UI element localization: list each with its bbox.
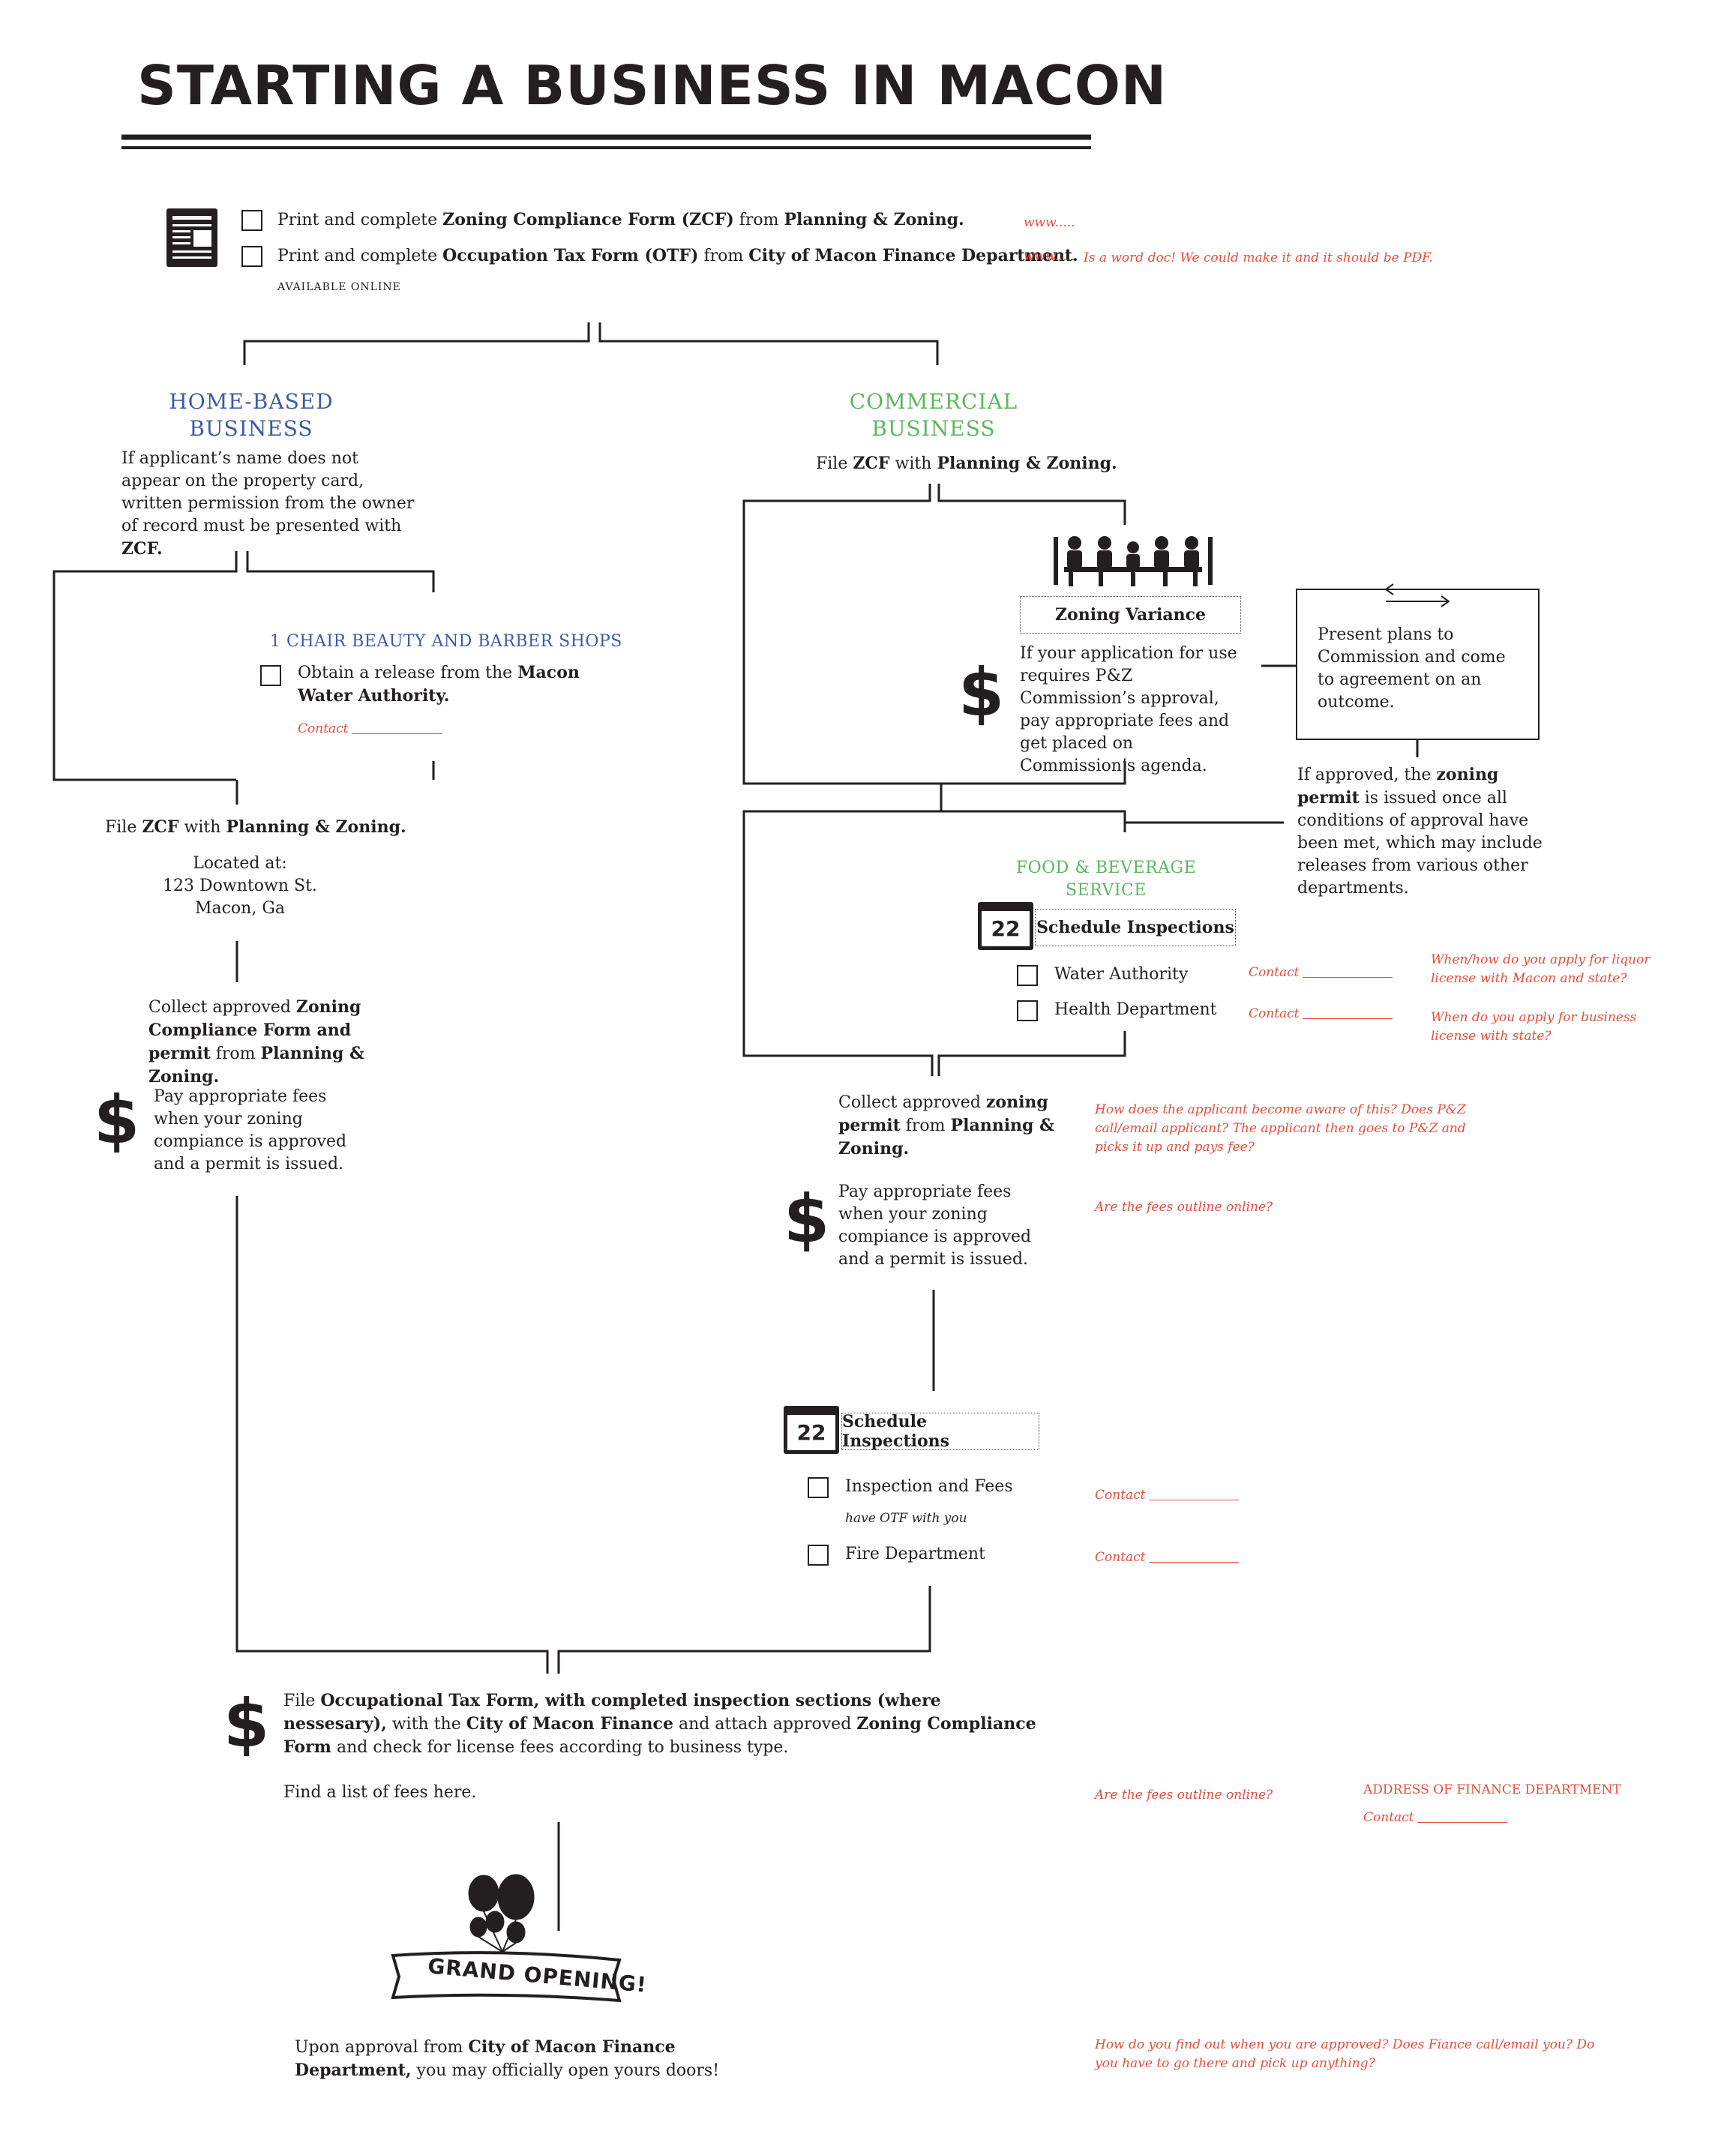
- fire-contact[interactable]: Contact: [1095, 1548, 1239, 1567]
- present-plans-box: [1296, 589, 1540, 740]
- otf-url[interactable]: www.....: [1024, 249, 1075, 264]
- calendar-icon: 22: [784, 1406, 839, 1454]
- dollar-icon: $: [958, 654, 1005, 731]
- inspection-note: have OTF with you: [845, 1511, 967, 1526]
- liquor-license-question: When/how do you apply for liquor license…: [1431, 952, 1651, 986]
- business-license-question: When do you apply for business license w…: [1431, 1010, 1637, 1044]
- dollar-icon: $: [784, 1180, 830, 1257]
- grand-opening-banner: [391, 1951, 622, 2003]
- inspection-fees-checkbox[interactable]: [808, 1477, 829, 1498]
- pz-address: Located at:123 Downtown St.Macon, Ga: [163, 854, 317, 918]
- home-file-zcf: File ZCF with Planning & Zoning.: [105, 817, 406, 837]
- zcf-checkbox[interactable]: [241, 210, 262, 231]
- approved-zoning-permit-text: If approved, the zoning permit is issued…: [1297, 765, 1543, 898]
- health-department-label: Health Department: [1054, 1000, 1217, 1019]
- health-department-contact[interactable]: Contact: [1249, 1005, 1393, 1024]
- approval-question: How do you find out when you are approve…: [1095, 2037, 1595, 2071]
- available-online-label: AVAILABLE ONLINE: [277, 281, 401, 293]
- water-release-item: Obtain a release from the Macon Water Au…: [298, 663, 580, 706]
- page-title: STARTING A BUSINESS IN MACON: [137, 54, 1168, 117]
- schedule-inspections-label: Schedule Inspections: [1035, 909, 1236, 946]
- schedule-inspections-label: Schedule Inspections: [841, 1412, 1039, 1451]
- beauty-barber-heading: 1 CHAIR BEAUTY AND BARBER SHOPS: [270, 632, 622, 651]
- commercial-file-zcf: File ZCF with Planning & Zoning.: [816, 454, 1117, 473]
- dollar-icon: $: [94, 1081, 140, 1158]
- health-department-checkbox[interactable]: [1017, 1000, 1038, 1021]
- otf-note: Is a word doc! We could make it and it s…: [1084, 250, 1433, 265]
- balloons-icon: [468, 1874, 535, 1953]
- finance-contact[interactable]: Contact: [1363, 1809, 1507, 1827]
- dollar-icon: $: [223, 1685, 270, 1762]
- water-authority-checkbox[interactable]: [1017, 965, 1038, 986]
- finance-address: ADDRESS OF FINANCE DEPARTMENT: [1363, 1782, 1621, 1797]
- zoning-variance-label: Zoning Variance: [1020, 596, 1241, 634]
- commercial-pay-fees: Pay appropriate fees when your zoning co…: [838, 1182, 1032, 1269]
- water-release-checkbox[interactable]: [260, 665, 281, 686]
- commercial-collect-permit: Collect approved zoning permit from Plan…: [838, 1092, 1054, 1158]
- aware-question: How does the applicant become aware of t…: [1095, 1102, 1466, 1155]
- fire-department-checkbox[interactable]: [808, 1545, 829, 1566]
- otf-item: Print and complete Occupation Tax Form (…: [277, 246, 1078, 265]
- fees-online-question: Are the fees outline online?: [1095, 1200, 1273, 1215]
- final-fees-question: Are the fees outline online?: [1095, 1788, 1273, 1803]
- zcf-url[interactable]: www.....: [1024, 215, 1075, 230]
- inspection-contact[interactable]: Contact: [1095, 1486, 1239, 1505]
- calendar-icon: 22: [978, 902, 1033, 950]
- zcf-item: Print and complete Zoning Compliance For…: [277, 210, 964, 229]
- home-owner-permission: If applicant’s name does not appear on t…: [121, 449, 415, 559]
- otf-checkbox[interactable]: [241, 246, 262, 267]
- water-authority-label: Water Authority: [1054, 965, 1189, 984]
- home-collect-zcf: Collect approved Zoning Compliance Form …: [148, 997, 364, 1086]
- inspection-fees-label: Inspection and Fees: [845, 1477, 1013, 1496]
- fee-list-link[interactable]: Find a list of fees here.: [283, 1783, 477, 1802]
- document-icon: [166, 208, 217, 267]
- beauty-contact[interactable]: Contact: [298, 720, 442, 739]
- home-pay-fees: Pay appropriate fees when your zoning co…: [154, 1087, 347, 1173]
- variance-description: If your application for use requires P&Z…: [1020, 644, 1237, 775]
- fire-department-label: Fire Department: [845, 1545, 985, 1563]
- file-otf-instruction: File Occupational Tax Form, with complet…: [283, 1691, 1036, 1757]
- present-plans-text: Present plans to Commission and come to …: [1318, 625, 1506, 712]
- upon-approval-text: Upon approval from City of Macon Finance…: [295, 2037, 720, 2080]
- meeting-icon: [1054, 536, 1213, 586]
- water-authority-contact[interactable]: Contact: [1249, 964, 1393, 982]
